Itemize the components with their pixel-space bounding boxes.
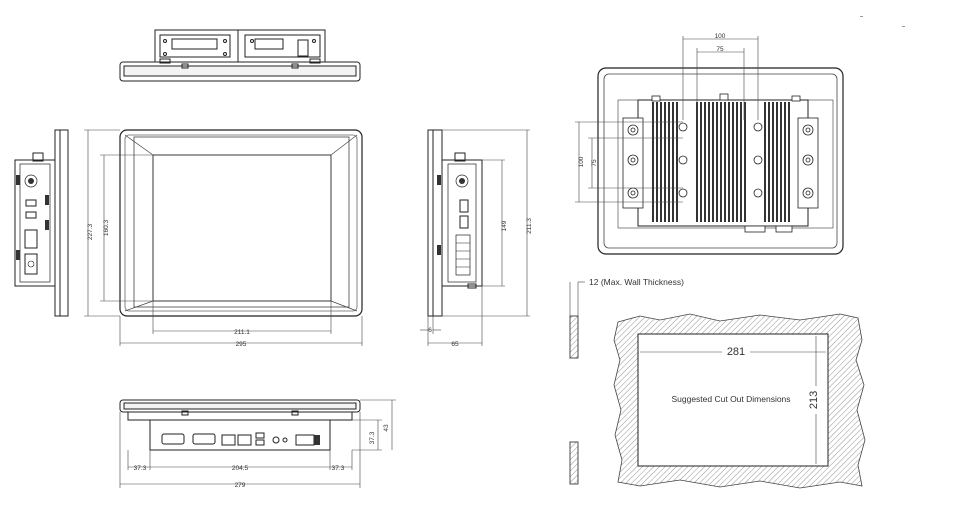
- cutout-height: 213: [808, 391, 820, 409]
- bottom-view: 37.3 204.5 37.3 279 37.3 43: [119, 399, 396, 489]
- cutout-caption: Suggested Cut Out Dimensions: [671, 394, 790, 404]
- front-width-inner: 211.1: [234, 329, 250, 336]
- bottom-total: 279: [235, 482, 246, 489]
- bottom-right-offset: 37.3: [332, 465, 345, 472]
- bottom-center: 204.5: [232, 465, 249, 472]
- vesa-outer-h: 100: [715, 33, 726, 40]
- front-view: 227.3 160.3 295 211.1: [84, 129, 363, 348]
- front-height-inner: 160.3: [103, 219, 110, 236]
- front-width-outer: 295: [236, 341, 247, 348]
- left-depth: 6: [428, 327, 432, 334]
- cutout-view: 12 (Max. Wall Thickness) 281 213 Suggest…: [569, 277, 866, 489]
- corner-marks: [860, 16, 905, 27]
- top-view: [119, 29, 361, 82]
- vesa-inner-h: 75: [716, 46, 724, 53]
- bottom-left-offset: 37.3: [134, 465, 147, 472]
- right-height-inner: 149: [501, 220, 508, 231]
- bottom-depth-a: 37.3: [369, 431, 376, 444]
- vesa-inner-v: 75: [591, 159, 598, 167]
- vesa-outer-v: 100: [578, 156, 585, 167]
- right-depth: 65: [451, 341, 459, 348]
- left-side-view: [14, 129, 69, 317]
- bottom-depth-b: 43: [383, 424, 390, 432]
- right-height-outer: 211.3: [526, 218, 533, 234]
- rear-view: 100 75 100 75: [575, 33, 844, 255]
- wall-thickness-label: 12 (Max. Wall Thickness): [589, 277, 684, 287]
- cutout-width: 281: [727, 346, 745, 358]
- right-side-view: 149 211.3 65 6: [420, 129, 533, 348]
- front-height-outer: 227.3: [87, 223, 94, 240]
